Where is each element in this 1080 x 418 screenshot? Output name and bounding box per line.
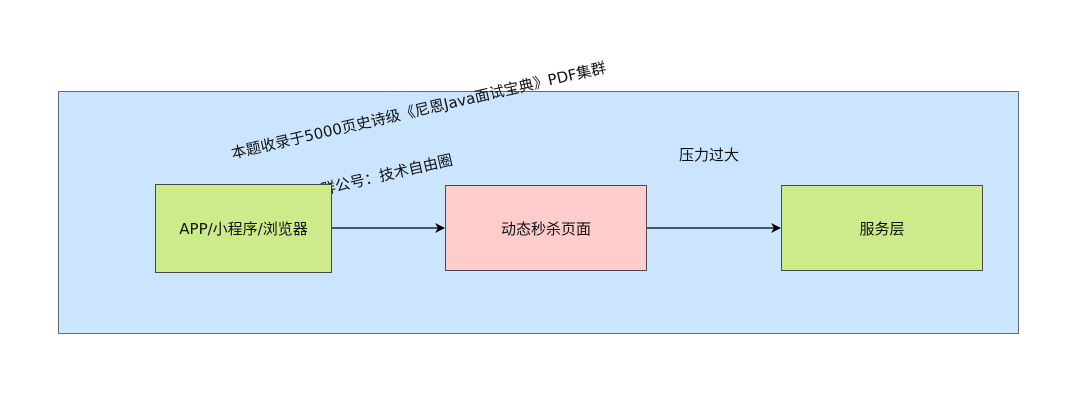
node-client: APP/小程序/浏览器 bbox=[155, 184, 332, 273]
node-flash-sale-page-label: 动态秒杀页面 bbox=[500, 219, 591, 238]
node-flash-sale-page: 动态秒杀页面 bbox=[445, 185, 647, 271]
node-client-label: APP/小程序/浏览器 bbox=[179, 220, 308, 238]
node-service-layer-label: 服务层 bbox=[859, 219, 905, 238]
pressure-annotation: 压力过大 bbox=[679, 146, 740, 164]
node-service-layer: 服务层 bbox=[781, 185, 983, 271]
